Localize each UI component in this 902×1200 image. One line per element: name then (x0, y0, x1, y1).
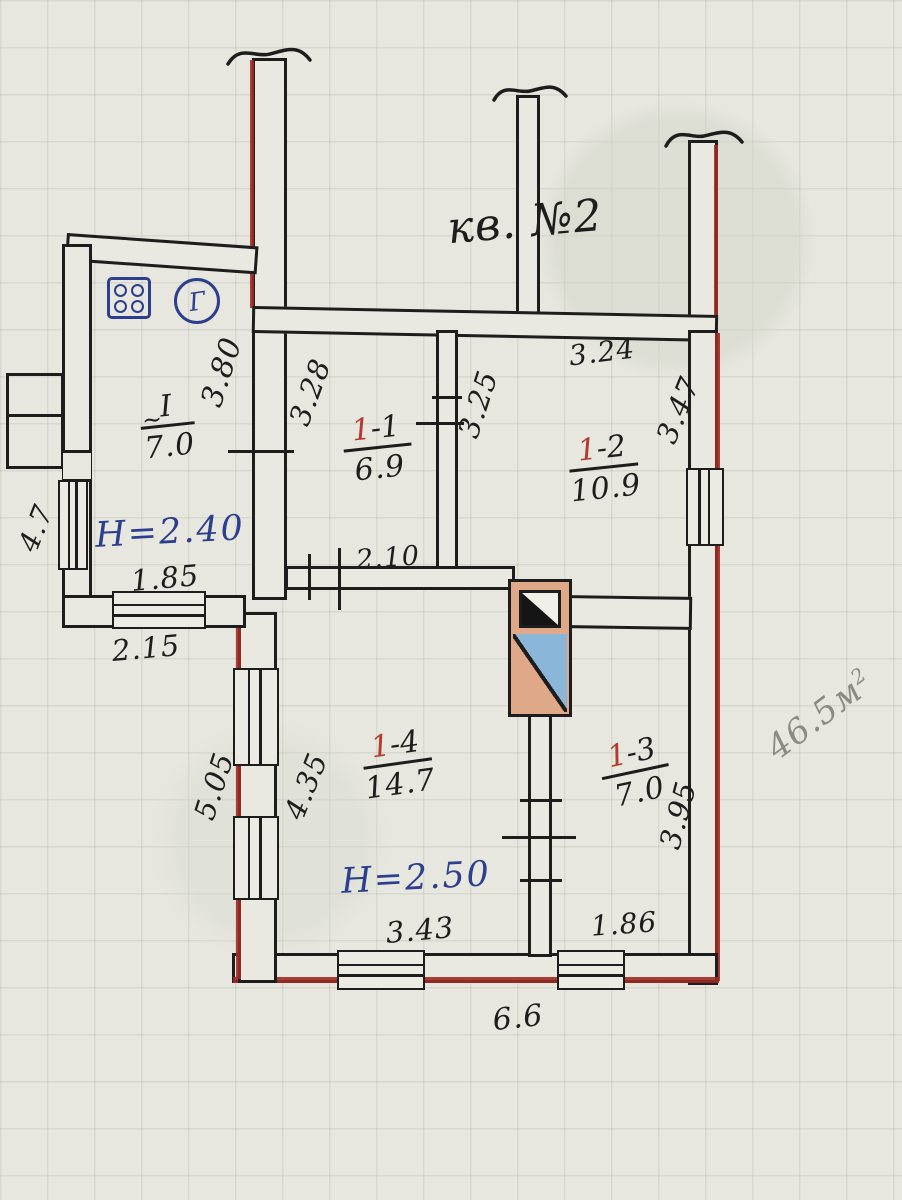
burner-dot (131, 283, 144, 297)
dim-3-24: 3.24 (567, 331, 637, 373)
height-label-annex: H=2.40 (94, 508, 246, 556)
annex-wall-left (62, 244, 92, 628)
burner-dot (114, 283, 127, 297)
burner-dot (114, 299, 127, 313)
room-label-1-1: 1-1 6.9 (340, 409, 415, 490)
red-wall-accent (250, 60, 254, 308)
annex-wall-top (65, 233, 259, 275)
total-area-note: 46.5м2 (759, 661, 872, 769)
dimension-tick (228, 450, 294, 453)
dim-3-80: 3.80 (194, 332, 250, 412)
red-wall-accent (714, 145, 718, 333)
interior-wall-room14-room13 (528, 714, 552, 957)
window (112, 591, 206, 629)
room-area: 10.9 (568, 467, 643, 510)
room-label-1-4: 1-4 14.7 (358, 724, 439, 807)
room-area: 14.7 (363, 762, 439, 807)
dimension-tick (502, 836, 576, 839)
dim-3-28: 3.28 (282, 353, 338, 431)
furnace-firebox (519, 590, 561, 628)
window (233, 816, 279, 900)
wall-break-mark (492, 85, 568, 102)
entrance-porch (6, 373, 64, 469)
apartment-title: кв. №2 (445, 189, 605, 255)
gas-meter-icon: Г (174, 278, 220, 324)
room-label-1-2: 1-2 10.9 (565, 429, 643, 510)
room-number: 1-1 (340, 409, 412, 453)
dim-2-10: 2.10 (354, 540, 422, 576)
dimension-tick (338, 548, 341, 610)
dim-2-15: 2.15 (110, 628, 182, 668)
window (58, 480, 88, 570)
outer-wall-right (688, 330, 718, 985)
dim-5-05: 5.05 (187, 748, 241, 824)
door-jamb-tick (308, 554, 311, 600)
room-number: I ~ (137, 389, 195, 435)
wall-break-mark (664, 130, 744, 148)
room-number: 1-2 (566, 429, 638, 473)
porch-step-line (6, 414, 64, 417)
stove-furnace (508, 579, 572, 717)
dim-4-7: 4.7 (11, 499, 61, 557)
red-wall-accent (236, 615, 241, 979)
interior-wall-middle-right (567, 595, 693, 630)
party-wall-middle (516, 95, 540, 320)
outer-wall-top (251, 306, 719, 342)
interior-wall-middle-left (285, 566, 515, 590)
burner-dot (131, 299, 144, 313)
window (337, 950, 425, 990)
stove-burners-icon (107, 277, 151, 319)
tilde-mark: ~ (140, 404, 164, 435)
interior-wall-room11-room12 (436, 330, 458, 570)
red-wall-accent (233, 977, 719, 983)
dim-3-25: 3.25 (451, 366, 505, 442)
firebox-triangle (522, 593, 558, 625)
dim-3-43: 3.43 (384, 910, 456, 950)
furnace-body (513, 634, 567, 712)
dim-4-35: 4.35 (277, 747, 335, 825)
dimension-tick (416, 422, 464, 425)
wall-break-mark (226, 47, 312, 66)
annex-door-opening (63, 450, 91, 482)
window (233, 668, 279, 766)
red-wall-accent (715, 333, 720, 981)
dimension-tick (432, 396, 462, 399)
room-area: 6.9 (352, 448, 407, 489)
door-jamb-tick (520, 879, 562, 882)
dim-1-85: 1.85 (129, 558, 201, 598)
height-label-main: H=2.50 (340, 854, 492, 902)
window (686, 468, 724, 546)
window (557, 950, 625, 990)
door-jamb-tick (520, 799, 562, 802)
dim-1-86: 1.86 (589, 905, 659, 943)
dim-total-6-6: 6.6 (490, 997, 546, 1039)
room-label-annex: I ~ 7.0 (137, 389, 198, 466)
gas-letter: Г (186, 285, 208, 317)
